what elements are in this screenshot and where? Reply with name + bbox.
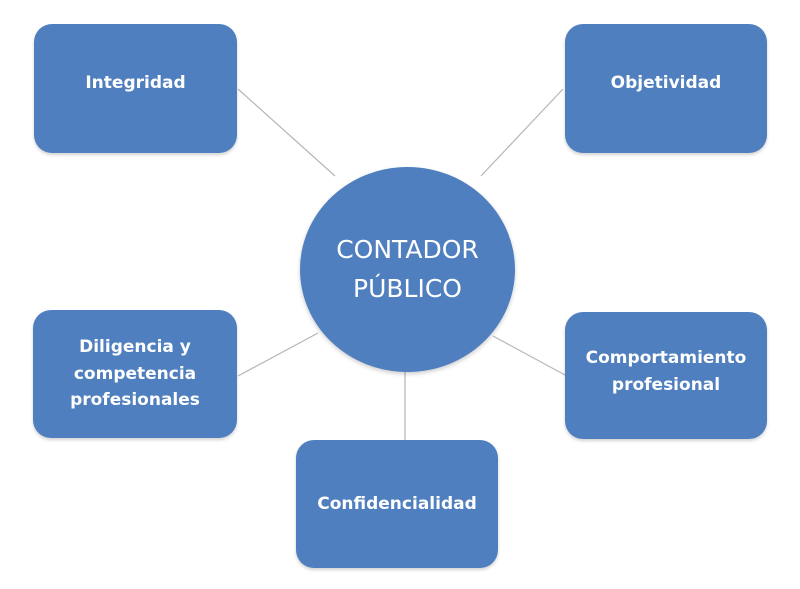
node-integridad: Integridad (34, 24, 237, 153)
node-confidencialidad-label: Confidencialidad (317, 493, 477, 514)
connector-center-integridad (237, 88, 336, 177)
center-node: CONTADOR PÚBLICO (300, 167, 515, 372)
node-objetividad-label: Objetividad (610, 73, 722, 94)
connector-center-comportamiento (492, 335, 566, 376)
connector-center-objetividad (480, 88, 564, 177)
node-objetividad: Objetividad (565, 24, 767, 153)
node-diligencia-competencia-label: Diligencia y competencia profesionales (70, 337, 200, 411)
center-node-label: CONTADOR PÚBLICO (336, 234, 479, 303)
node-confidencialidad: Confidencialidad (296, 440, 498, 568)
node-integridad-label: Integridad (85, 73, 186, 94)
node-comportamiento-profesional: Comportamiento profesional (565, 312, 767, 439)
connector-center-diligencia (237, 332, 319, 377)
node-diligencia-competencia: Diligencia y competencia profesionales (33, 310, 237, 438)
node-comportamiento-profesional-label: Comportamiento profesional (585, 348, 747, 395)
